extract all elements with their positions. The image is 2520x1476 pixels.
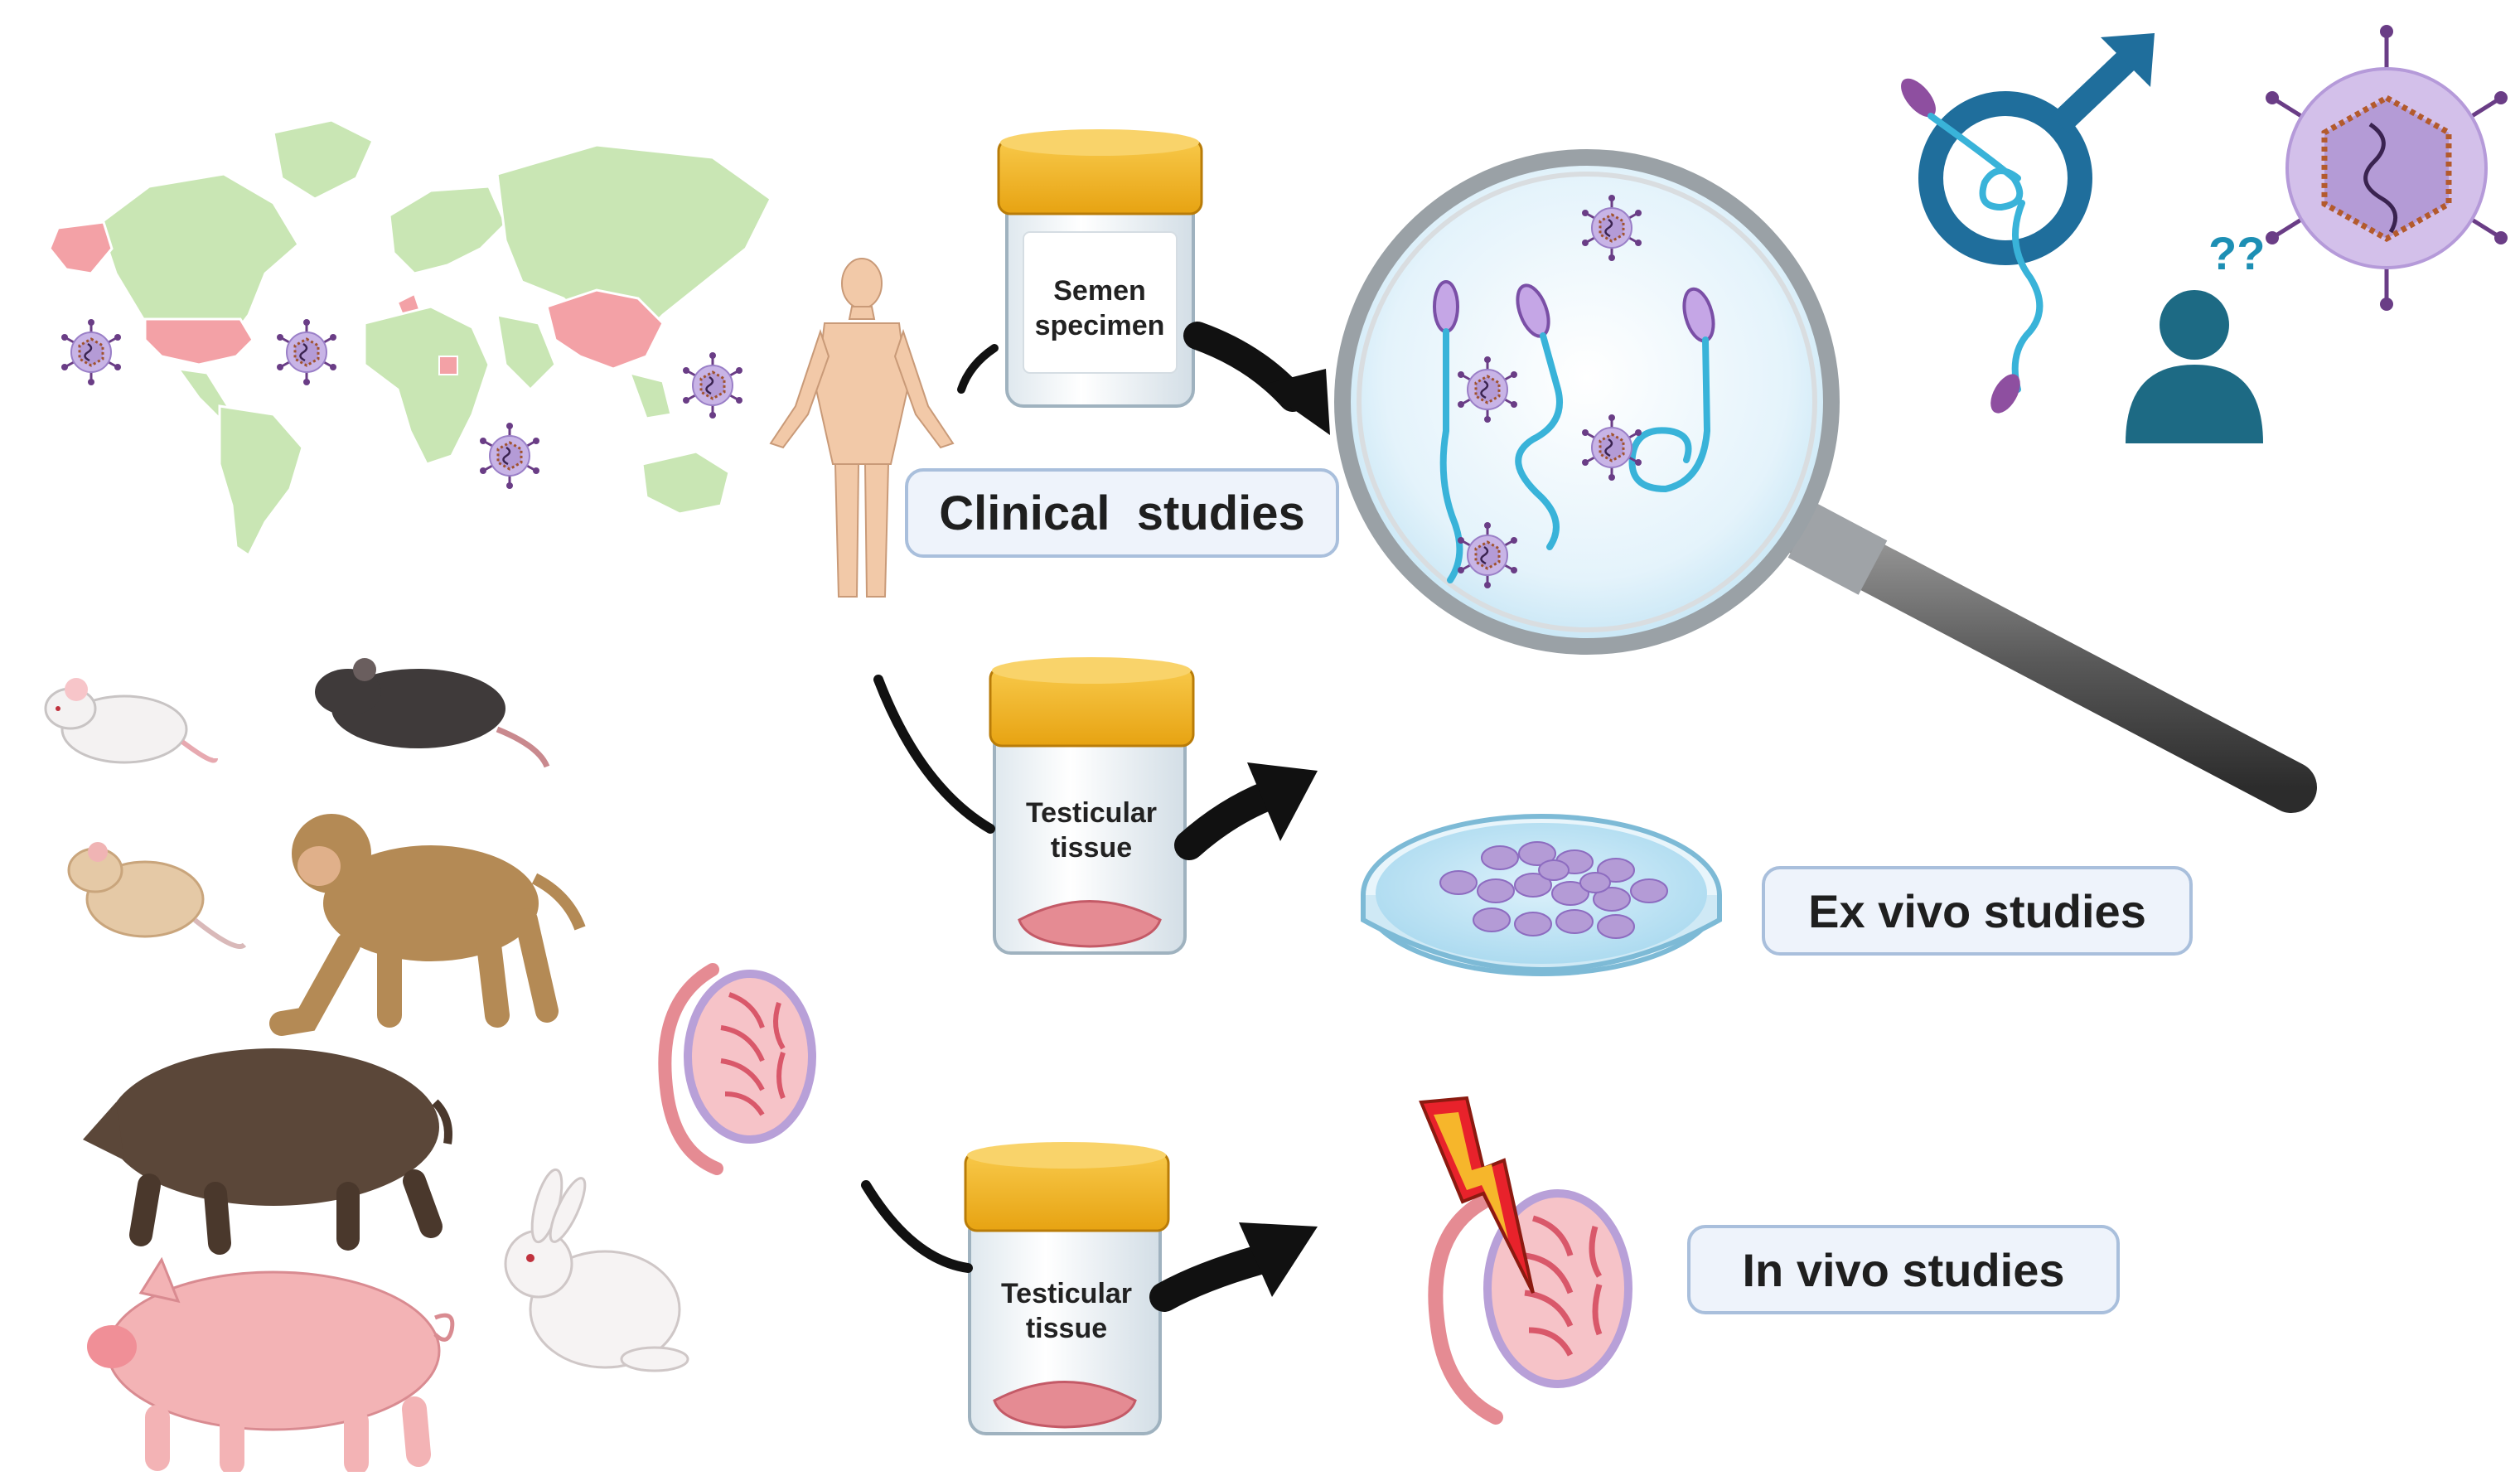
china-highlight [545,288,665,370]
testicular-2-label-line1: Testicular [1001,1278,1132,1309]
virus-icon [275,317,338,387]
virus-icon [681,351,744,420]
virus-icon [478,421,541,491]
gerbil-icon [67,842,247,949]
clinical-studies-label: Clinical studies [905,468,1339,558]
arrow-to-testis [861,1180,1318,1312]
ex-vivo-studies-label: Ex vivo studies [1762,866,2193,956]
testicular-container-2: Testicular tissue [964,1142,1170,1435]
monkey-icon [269,814,586,1036]
person-question-icon: ?? [2126,227,2265,443]
testis-injury-icon [1419,1096,1632,1425]
magnifying-glass-icon [1334,149,2317,813]
petri-dish-icon [1361,814,1722,976]
pig-icon [87,1256,455,1475]
human-figure-icon [769,258,955,598]
usa-highlight [143,317,254,366]
semen-label-line1: Semen [1053,275,1146,307]
question-marks: ?? [2208,227,2265,279]
sperm-icon [1515,283,1563,550]
alaska-highlight [48,220,114,275]
world-map [48,119,772,558]
in-vivo-studies-label: In vivo studies [1687,1225,2120,1314]
semen-label-line2: specimen [1035,310,1165,341]
arrow-to-dish [873,675,1318,860]
rabbit-icon [504,1168,689,1372]
virus-large-icon [2266,25,2508,311]
arrow-to-lens [957,322,1330,435]
sperm-icon [1628,287,1715,493]
sperm-icon [1433,280,1463,583]
male-symbol-icon [1901,33,2155,414]
testis-anatomy-icon [658,963,816,1175]
virus-icon [60,317,123,387]
testicular-2-label-line2: tissue [1026,1313,1107,1344]
testicular-1-label-line1: Testicular [1026,797,1157,829]
wild-boar-icon [83,1048,452,1255]
white-mouse-icon [44,678,218,764]
semen-container: Semen specimen [997,129,1203,408]
testicular-container-1: Testicular tissue [989,657,1195,955]
black-rat-icon [315,658,550,768]
testicular-1-label-line2: tissue [1051,832,1132,864]
